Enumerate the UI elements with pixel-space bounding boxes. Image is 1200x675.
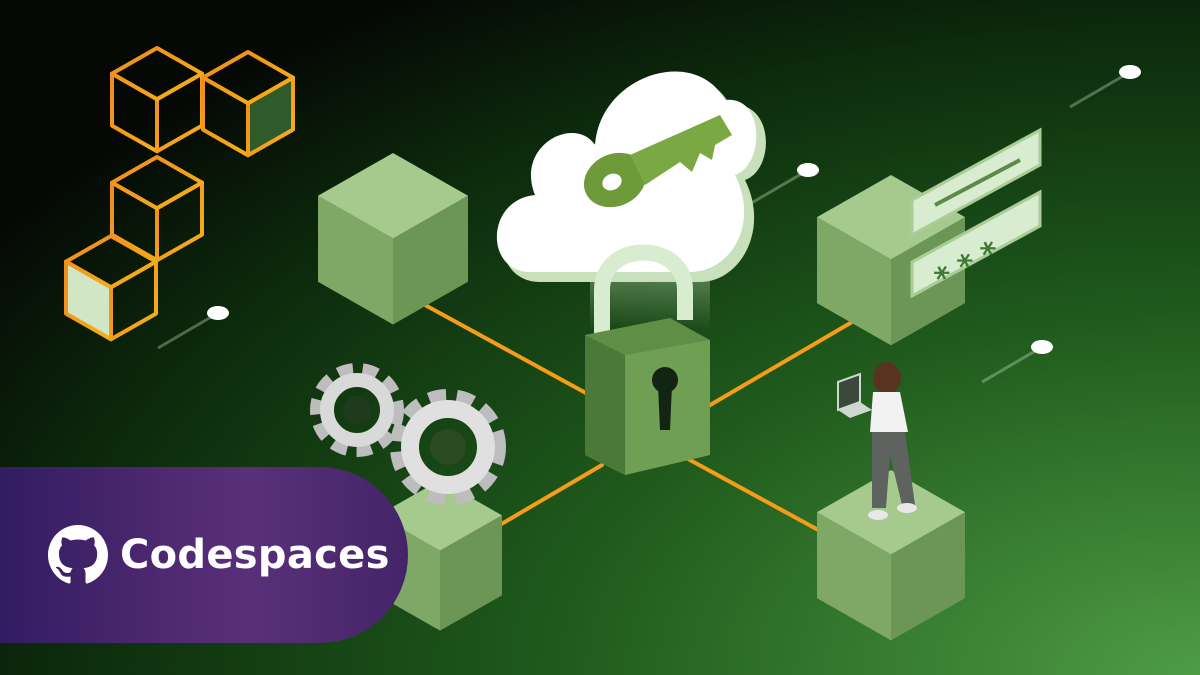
padlock-icon [585, 244, 710, 475]
comet-tail [747, 168, 809, 207]
comet-tail [157, 311, 219, 350]
comet-streaks [157, 65, 1141, 384]
wireframe-cube [64, 234, 158, 342]
github-octocat-icon [48, 525, 108, 584]
green-cube [318, 153, 468, 325]
person-with-laptop [837, 362, 917, 520]
codespaces-badge: Codespaces [0, 467, 408, 643]
comet-tail [981, 345, 1043, 384]
comet-dot [1031, 340, 1053, 354]
comet-dot [797, 163, 819, 177]
password-field-icon: * * * [910, 127, 1042, 299]
key-icon [583, 115, 732, 208]
green-cube [817, 470, 965, 641]
gears-icon [310, 363, 506, 505]
comet-dot [207, 306, 229, 320]
comet-dot [1119, 65, 1141, 79]
green-cubes [318, 153, 965, 641]
wireframe-cube [201, 50, 295, 158]
orange-wireframe-cubes [64, 46, 295, 342]
comet-tail [1069, 70, 1131, 109]
orange-connection-lines [423, 303, 854, 534]
badge-title: Codespaces [120, 532, 390, 578]
